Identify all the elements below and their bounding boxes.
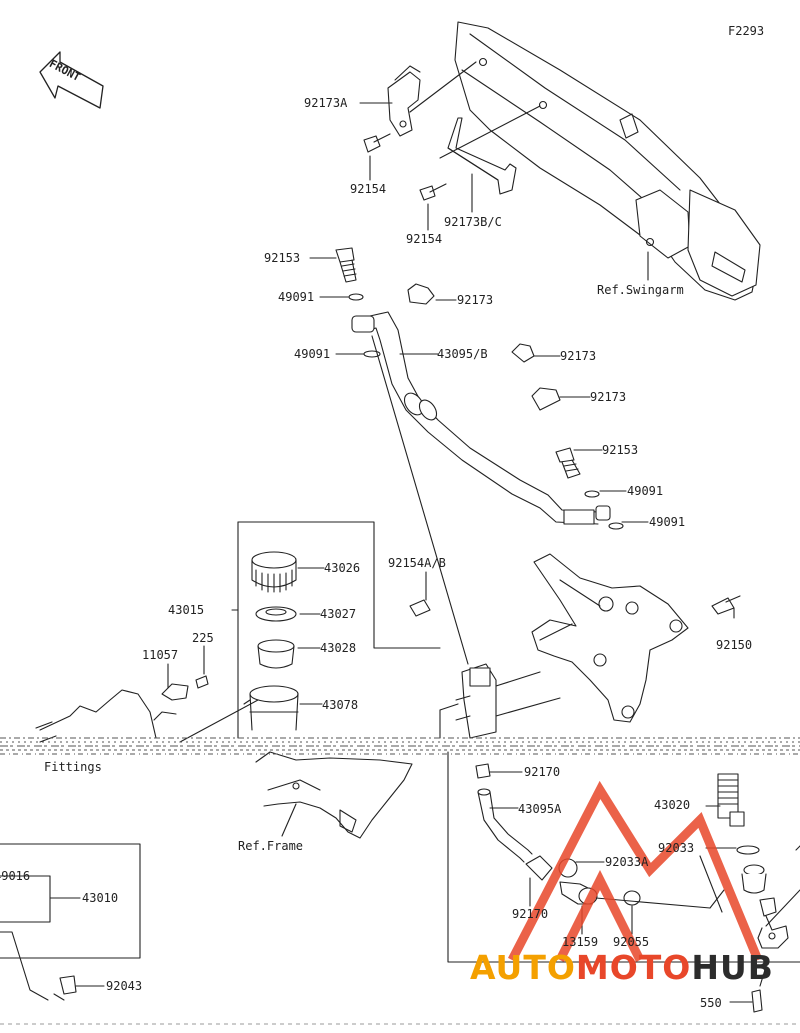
ref-fittings: Fittings — [44, 760, 102, 774]
part-92033A[interactable]: 92033A — [605, 855, 649, 869]
part-92033[interactable]: 92033 — [658, 841, 695, 855]
clip-92170-a-drawing — [475, 763, 491, 779]
part-49091-a[interactable]: 49091 — [278, 290, 315, 304]
push-rod-drawing — [757, 897, 789, 949]
bolt-92043-drawing — [59, 975, 77, 995]
bolt-92154-a-drawing — [363, 133, 391, 153]
diaphragm-43028-drawing — [257, 639, 295, 669]
watermark-moto: MOTO — [575, 948, 692, 987]
watermark-logo: AUTOMOTOHUB — [470, 948, 774, 987]
screw-225-drawing — [195, 675, 209, 689]
front-arrow-icon — [39, 51, 104, 109]
part-43028[interactable]: 43028 — [320, 641, 357, 655]
divider-band — [0, 737, 800, 1025]
part-43015[interactable]: 43015 — [168, 603, 205, 617]
bracket-11057-drawing — [161, 683, 189, 701]
spring-43020-drawing — [717, 773, 745, 827]
plate-43027-drawing — [255, 606, 297, 622]
part-92170-a[interactable]: 92170 — [524, 765, 561, 779]
clamp-92173-c-drawing — [531, 387, 561, 411]
part-225[interactable]: 225 — [192, 631, 214, 645]
o-ring-92055-drawing — [623, 890, 641, 906]
part-11057[interactable]: 11057 — [142, 648, 179, 662]
part-92173A[interactable]: 92173A — [304, 96, 348, 110]
part-92154AB[interactable]: 92154A/B — [388, 556, 446, 570]
clamp-92173-b-drawing — [511, 343, 535, 363]
part-92055[interactable]: 92055 — [613, 935, 650, 949]
part-43078[interactable]: 43078 — [322, 698, 359, 712]
part-43095A[interactable]: 43095A — [518, 802, 562, 816]
part-49091-d[interactable]: 49091 — [649, 515, 686, 529]
ref-frame: Ref.Frame — [238, 839, 304, 853]
part-43010[interactable]: 43010 — [82, 891, 119, 905]
bolt-92154-b-drawing — [419, 183, 447, 201]
footrest-bracket-drawing — [531, 553, 689, 723]
master-cylinder-drawing — [455, 663, 497, 739]
clamp-92173A-drawing — [387, 65, 421, 137]
watermark-hub: HUB — [691, 948, 774, 987]
banjo-bolt-92153-b-drawing — [555, 447, 581, 479]
frame-lower-drawing — [255, 751, 413, 839]
part-92173-a[interactable]: 92173 — [457, 293, 494, 307]
part-92170-b[interactable]: 92170 — [512, 907, 549, 921]
banjo-bolt-92153-a-drawing — [335, 247, 357, 283]
part-92154-b[interactable]: 92154 — [406, 232, 443, 246]
part-43026[interactable]: 43026 — [324, 561, 361, 575]
watermark-auto: AUTO — [470, 948, 576, 987]
part-43020[interactable]: 43020 — [654, 798, 691, 812]
part-49091-c[interactable]: 49091 — [627, 484, 664, 498]
part-92150[interactable]: 92150 — [716, 638, 753, 652]
ref-swingarm: Ref.Swingarm — [597, 283, 684, 297]
part-43027[interactable]: 43027 — [320, 607, 357, 621]
part-92153-b[interactable]: 92153 — [602, 443, 639, 457]
part-92173-c[interactable]: 92173 — [590, 390, 627, 404]
part-550[interactable]: 550 — [700, 996, 722, 1010]
part-92173-b[interactable]: 92173 — [560, 349, 597, 363]
bolt-92154AB-drawing — [409, 599, 431, 617]
part-43095B[interactable]: 43095/B — [437, 347, 488, 361]
bracket-92173BC-drawing — [447, 117, 517, 195]
clamp-92173-a-drawing — [407, 283, 435, 305]
part-49016[interactable]: 49016 — [0, 869, 31, 883]
reservoir-43078-drawing — [243, 685, 299, 731]
master-cylinder-43010-box — [0, 843, 141, 1001]
swingarm-drawing — [454, 21, 761, 301]
part-92153-a[interactable]: 92153 — [264, 251, 301, 265]
part-92154-a[interactable]: 92154 — [350, 182, 387, 196]
part-92043[interactable]: 92043 — [106, 979, 143, 993]
watermark-triangle-icon — [508, 780, 763, 963]
circlip-92033-drawing — [736, 845, 760, 855]
cap-43026-drawing — [251, 551, 297, 593]
hose-43095B-drawing — [351, 311, 599, 525]
part-13159[interactable]: 13159 — [562, 935, 599, 949]
diagram-code: F2293 — [728, 24, 765, 38]
clip-92170-b-drawing — [525, 855, 553, 881]
part-92173BC[interactable]: 92173B/C — [444, 215, 502, 229]
part-49091-b[interactable]: 49091 — [294, 347, 331, 361]
hose-43095A-drawing — [477, 788, 533, 863]
